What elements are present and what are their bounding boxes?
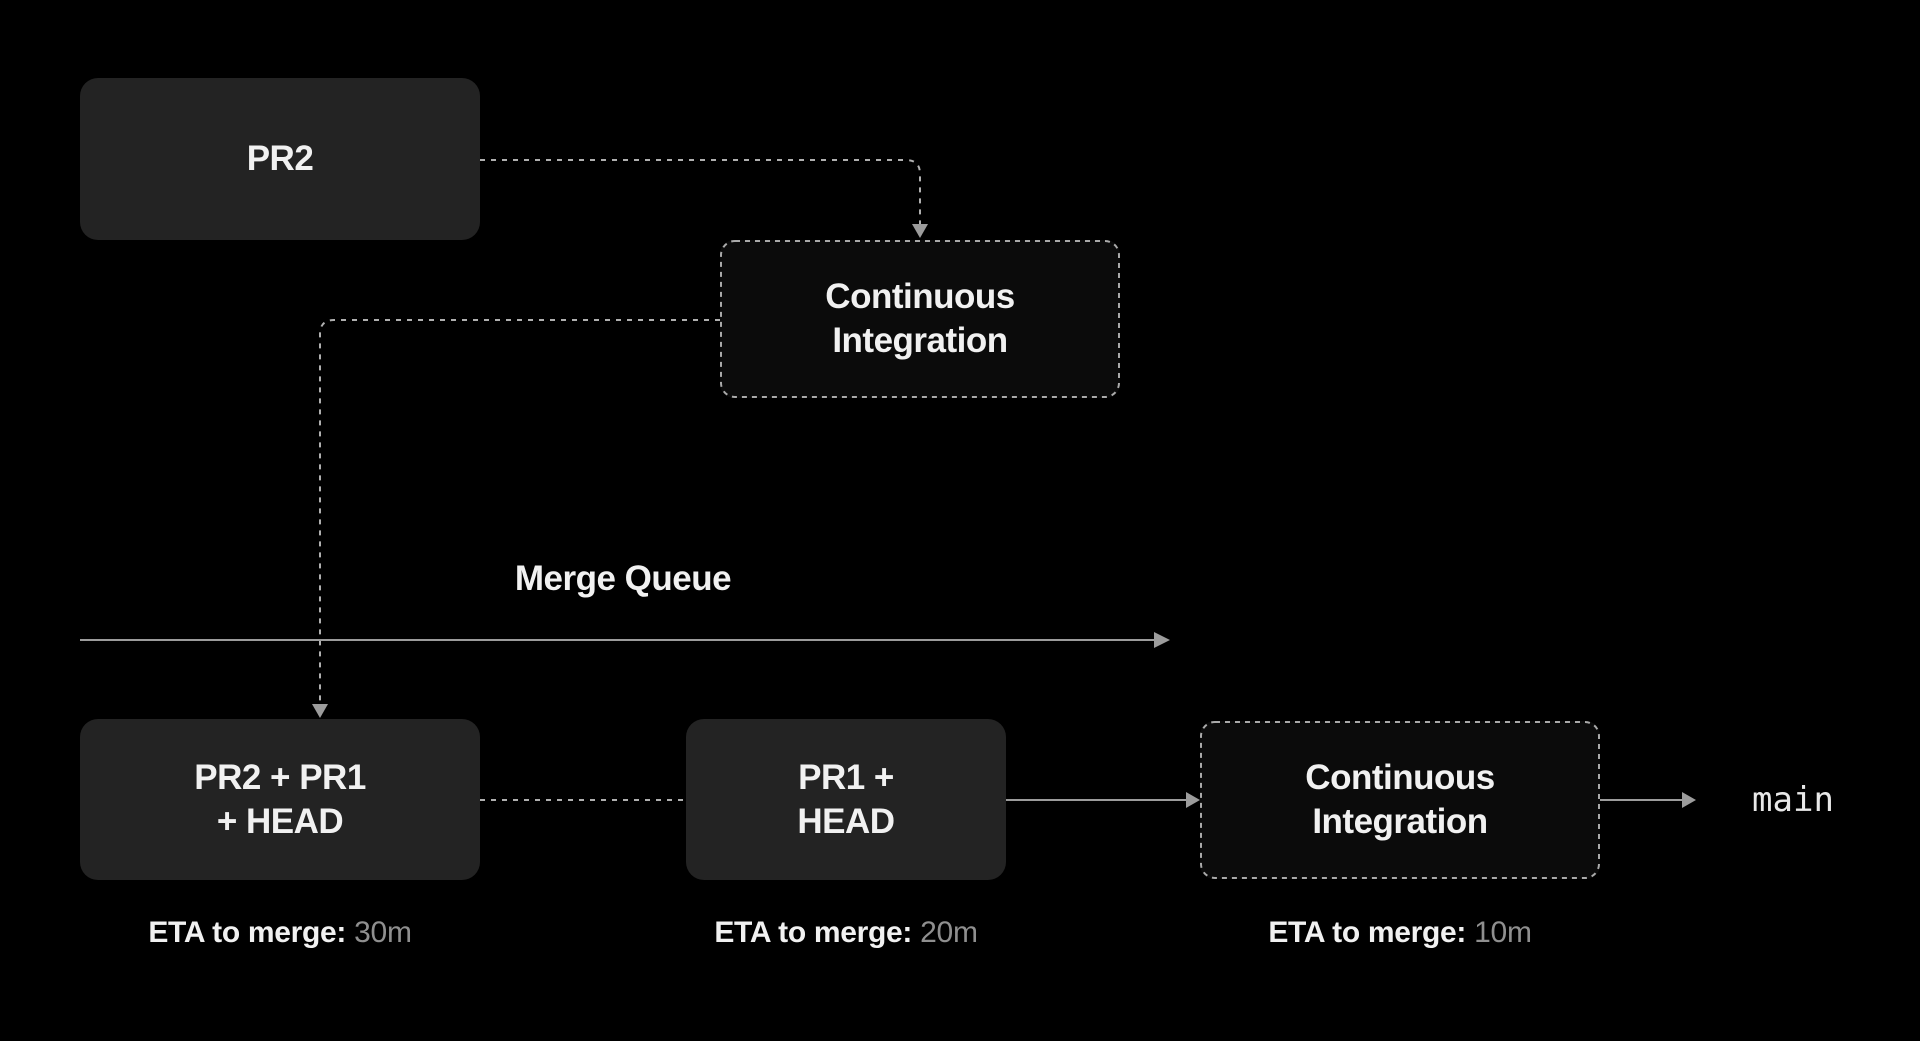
arrowhead-pr1head-to-ci bbox=[1186, 792, 1200, 808]
arrowhead-pr2-to-ci bbox=[912, 224, 928, 238]
eta-label: ETA to merge: bbox=[714, 916, 913, 949]
eta-value: 20m bbox=[920, 916, 978, 949]
node-pr1-head-label: PR1 + HEAD bbox=[797, 757, 895, 841]
eta-label: ETA to merge: bbox=[148, 916, 347, 949]
eta-caption-pr1-head: ETA to merge: 20m bbox=[686, 915, 1006, 951]
eta-value: 30m bbox=[354, 916, 412, 949]
node-continuous-integration-bottom-label: Continuous Integration bbox=[1305, 758, 1495, 841]
node-pr2-pr1-head-label: PR2 + PR1 + HEAD bbox=[194, 757, 366, 841]
arrowhead-ci-to-merged bbox=[312, 704, 328, 718]
node-pr2-pr1-head: PR2 + PR1 + HEAD bbox=[80, 719, 480, 880]
node-continuous-integration-top-label: Continuous Integration bbox=[825, 277, 1015, 360]
connector-pr2-to-ci bbox=[480, 159, 921, 224]
eta-caption-merged: ETA to merge: 30m bbox=[80, 915, 480, 951]
eta-label: ETA to merge: bbox=[1268, 916, 1467, 949]
connector-ci-to-merged bbox=[319, 319, 720, 704]
node-continuous-integration-top: Continuous Integration bbox=[720, 240, 1120, 398]
node-continuous-integration-bottom: Continuous Integration bbox=[1200, 721, 1600, 879]
eta-value: 10m bbox=[1474, 916, 1532, 949]
node-pr2: PR2 bbox=[80, 78, 480, 240]
eta-caption-ci: ETA to merge: 10m bbox=[1200, 915, 1600, 951]
node-pr1-head: PR1 + HEAD bbox=[686, 719, 1006, 880]
node-pr2-label: PR2 bbox=[246, 139, 314, 178]
main-branch-label: main bbox=[1752, 780, 1834, 820]
arrowhead-merge-queue-axis bbox=[1154, 632, 1170, 648]
arrowhead-ci-to-main bbox=[1682, 792, 1696, 808]
merge-queue-title: Merge Queue bbox=[514, 559, 732, 598]
